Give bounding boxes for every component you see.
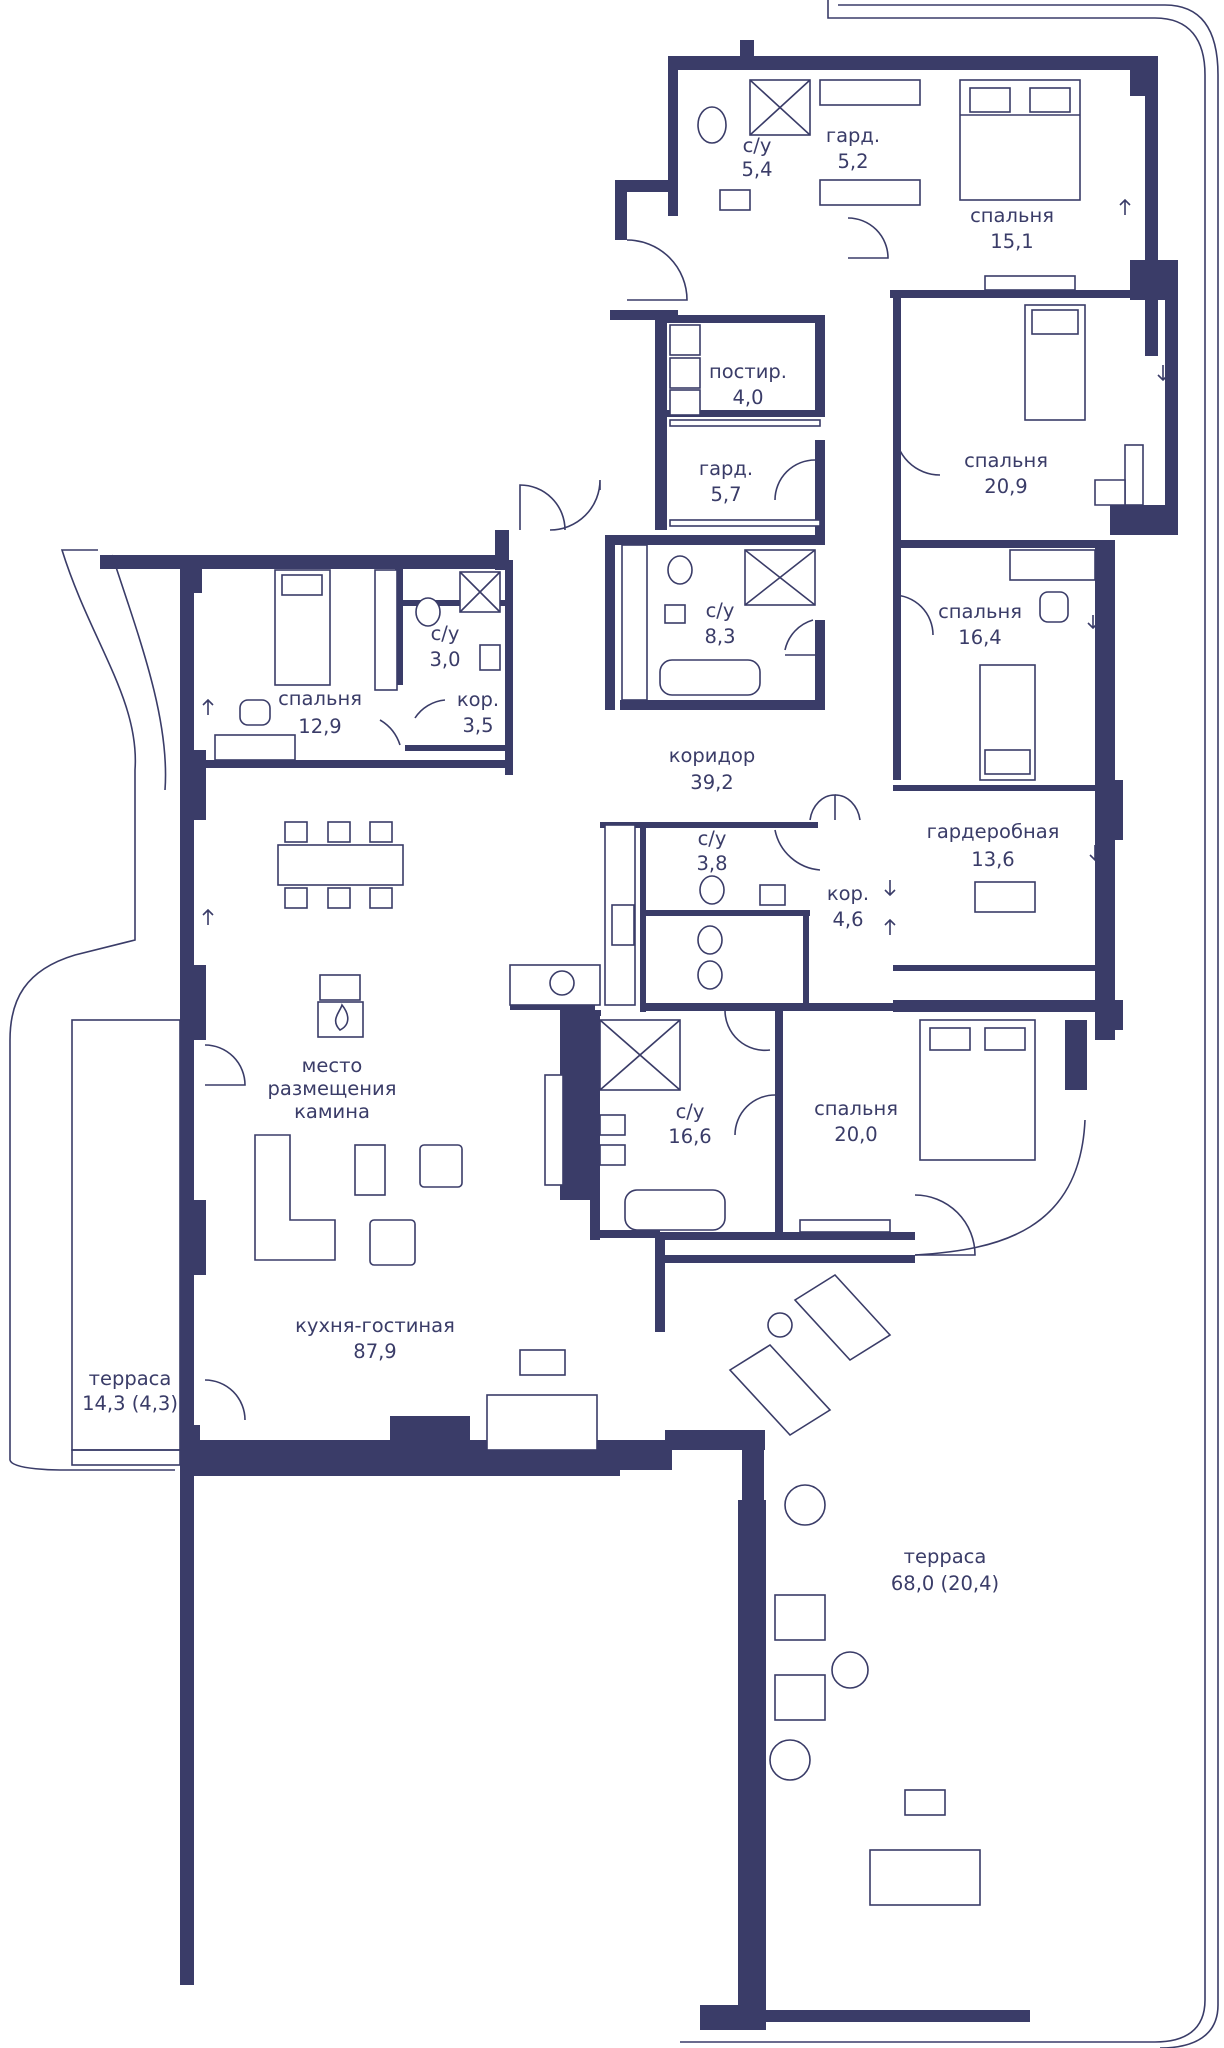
sink-icon bbox=[719, 189, 751, 211]
room-area: 20,9 bbox=[984, 475, 1027, 498]
room-name: с/у bbox=[743, 134, 772, 157]
bed-icon bbox=[919, 1019, 1036, 1161]
sofa-icon bbox=[869, 1849, 981, 1906]
desk-icon bbox=[1009, 549, 1096, 581]
sink-icon bbox=[599, 1144, 626, 1166]
toilet-icon bbox=[697, 106, 727, 144]
sink-icon bbox=[599, 1114, 626, 1136]
sofa-icon bbox=[254, 1134, 598, 1451]
room-area: 8,3 bbox=[704, 625, 735, 648]
fireplace-label: размещения bbox=[268, 1077, 397, 1100]
door-swing-icon bbox=[204, 217, 1086, 1421]
room-area: 3,5 bbox=[462, 714, 493, 737]
armchair-icon bbox=[1039, 591, 1069, 623]
room-area: 5,4 bbox=[741, 158, 772, 181]
sink-icon bbox=[664, 604, 686, 624]
fireplace-label: место bbox=[302, 1054, 363, 1077]
room-name: гард. bbox=[826, 124, 880, 147]
armchair-icon bbox=[419, 1144, 463, 1188]
armchair-icon bbox=[369, 1219, 416, 1266]
room-area: 12,9 bbox=[298, 715, 341, 738]
room-name: терраса bbox=[904, 1545, 987, 1568]
furniture bbox=[71, 79, 1144, 1906]
room-name: с/у bbox=[431, 622, 460, 645]
room-area: 68,0 (20,4) bbox=[891, 1572, 999, 1595]
room-area: 39,2 bbox=[690, 771, 733, 794]
room-name: с/у bbox=[698, 827, 727, 850]
room-area: 14,3 (4,3) bbox=[82, 1392, 178, 1415]
sink-icon bbox=[479, 644, 501, 671]
room-name: гардеробная bbox=[927, 820, 1060, 843]
bed-icon bbox=[274, 569, 331, 686]
room-name: спальня bbox=[938, 600, 1022, 623]
room-area: 4,0 bbox=[732, 386, 763, 409]
bathtub-icon bbox=[659, 659, 761, 696]
toilet-icon bbox=[415, 597, 441, 627]
armchair-icon bbox=[239, 699, 271, 726]
room-area: 4,6 bbox=[832, 908, 863, 931]
room-area: 3,8 bbox=[696, 852, 727, 875]
room-name: терраса bbox=[89, 1367, 172, 1390]
walls bbox=[100, 40, 1178, 2030]
room-name: спальня bbox=[814, 1097, 898, 1120]
room-labels: с/у 5,4 гард. 5,2 спальня 15,1 постир. 4… bbox=[82, 124, 1059, 1595]
room-name: спальня bbox=[964, 449, 1048, 472]
terrace-outlines bbox=[9, 0, 1219, 2048]
room-area: 5,2 bbox=[837, 150, 868, 173]
bed-icon bbox=[959, 79, 1081, 201]
room-name: коридор bbox=[669, 744, 756, 767]
room-area: 20,0 bbox=[834, 1123, 877, 1146]
room-name: гард. bbox=[699, 457, 753, 480]
lounger-icon bbox=[728, 1273, 892, 1437]
room-name: спальня bbox=[970, 204, 1054, 227]
room-name: с/у bbox=[676, 1100, 705, 1123]
toilet-icon bbox=[667, 555, 693, 585]
room-area: 5,7 bbox=[710, 483, 741, 506]
fireplace-label: камина bbox=[294, 1100, 370, 1123]
toilet-icon bbox=[699, 875, 725, 905]
toilet-icon bbox=[697, 960, 723, 990]
room-area: 16,4 bbox=[958, 626, 1001, 649]
room-name: с/у bbox=[706, 599, 735, 622]
room-area: 87,9 bbox=[353, 1340, 396, 1363]
armchair-icon bbox=[774, 1594, 826, 1641]
room-name: спальня bbox=[278, 687, 362, 710]
toilet-icon bbox=[697, 925, 723, 955]
room-name: кор. bbox=[457, 688, 499, 711]
bathtub-icon bbox=[624, 1189, 726, 1231]
room-area: 3,0 bbox=[429, 648, 460, 671]
room-area: 15,1 bbox=[990, 230, 1033, 253]
armchair-icon bbox=[774, 1674, 826, 1721]
desk-icon bbox=[214, 734, 296, 761]
bed-icon bbox=[979, 664, 1036, 781]
sink-icon bbox=[759, 884, 786, 906]
room-name: кухня-гостиная bbox=[295, 1314, 455, 1337]
dining-table-icon bbox=[277, 821, 404, 909]
plant-icon bbox=[769, 1484, 826, 1781]
room-name: кор. bbox=[827, 882, 869, 905]
room-name: постир. bbox=[709, 360, 787, 383]
bed-icon bbox=[1024, 304, 1086, 421]
window-arrow-icon bbox=[202, 198, 1169, 935]
room-area: 13,6 bbox=[971, 848, 1014, 871]
room-area: 16,6 bbox=[668, 1125, 711, 1148]
washing-machine-icon bbox=[669, 324, 701, 416]
fireplace-icon bbox=[317, 974, 364, 1038]
